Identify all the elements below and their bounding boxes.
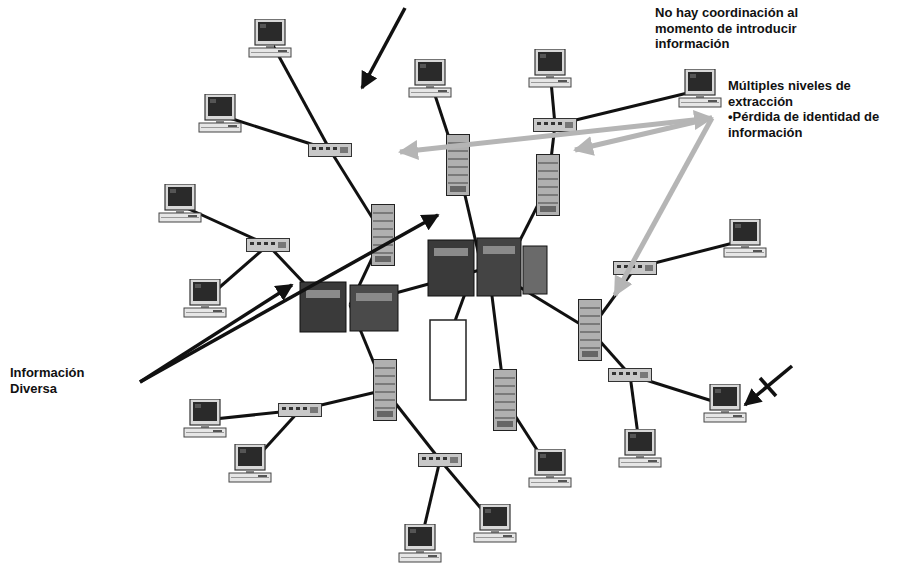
extraction-arrow: [615, 118, 712, 295]
extraction-arrow: [400, 118, 712, 152]
hub-icon: [609, 369, 652, 382]
computer-icon: [474, 504, 516, 542]
server-rack: [374, 360, 397, 421]
pointer-arrow: [362, 8, 405, 88]
hub-icon: [419, 454, 462, 467]
computer-icon: [619, 429, 661, 467]
computer-icon: [199, 94, 241, 132]
pointer-arrow: [140, 215, 438, 382]
blank-cabinet: [430, 320, 466, 400]
server-rack: [372, 205, 395, 266]
computer-icon: [529, 449, 571, 487]
computer-icon: [249, 19, 291, 57]
grey-arrows: [400, 118, 712, 295]
server-rack: [494, 370, 517, 431]
server-panel: [434, 248, 468, 256]
computer-icon: [679, 69, 721, 107]
computer-icon: [184, 399, 226, 437]
server-cluster: [523, 246, 547, 294]
computer-icon: [724, 219, 766, 257]
server-cluster: [477, 238, 521, 296]
server-rack: [537, 155, 560, 216]
computer-icon: [409, 59, 451, 97]
computer-icon: [399, 524, 441, 562]
server-panel: [306, 290, 340, 298]
annotation-text: •Pérdida de identidad de información: [728, 109, 903, 140]
annotation-text: No hay coordinación al momento de introd…: [655, 5, 840, 52]
server-rack: [579, 300, 602, 361]
pointer-arrow: [745, 366, 792, 405]
hub-icon: [534, 119, 577, 132]
computer-icon: [529, 49, 571, 87]
devices: [159, 19, 766, 562]
black-arrows: [140, 8, 792, 405]
server-cluster: [428, 240, 474, 296]
computer-icon: [704, 384, 746, 422]
computer-icon: [184, 279, 226, 317]
extraction-arrow: [575, 118, 712, 150]
annotation-text: Múltiples niveles de extracción: [728, 78, 903, 109]
cross-mark: [760, 378, 776, 396]
server-panel: [356, 293, 392, 301]
computer-icon: [229, 444, 271, 482]
computer-icon: [159, 184, 201, 222]
network-links: [180, 40, 745, 545]
server-cluster: [350, 285, 398, 331]
annotation-text: Información Diversa: [10, 365, 102, 396]
hub-icon: [247, 239, 290, 252]
server-panel: [483, 246, 515, 254]
hub-icon: [309, 144, 352, 157]
hub-icon: [279, 404, 322, 417]
